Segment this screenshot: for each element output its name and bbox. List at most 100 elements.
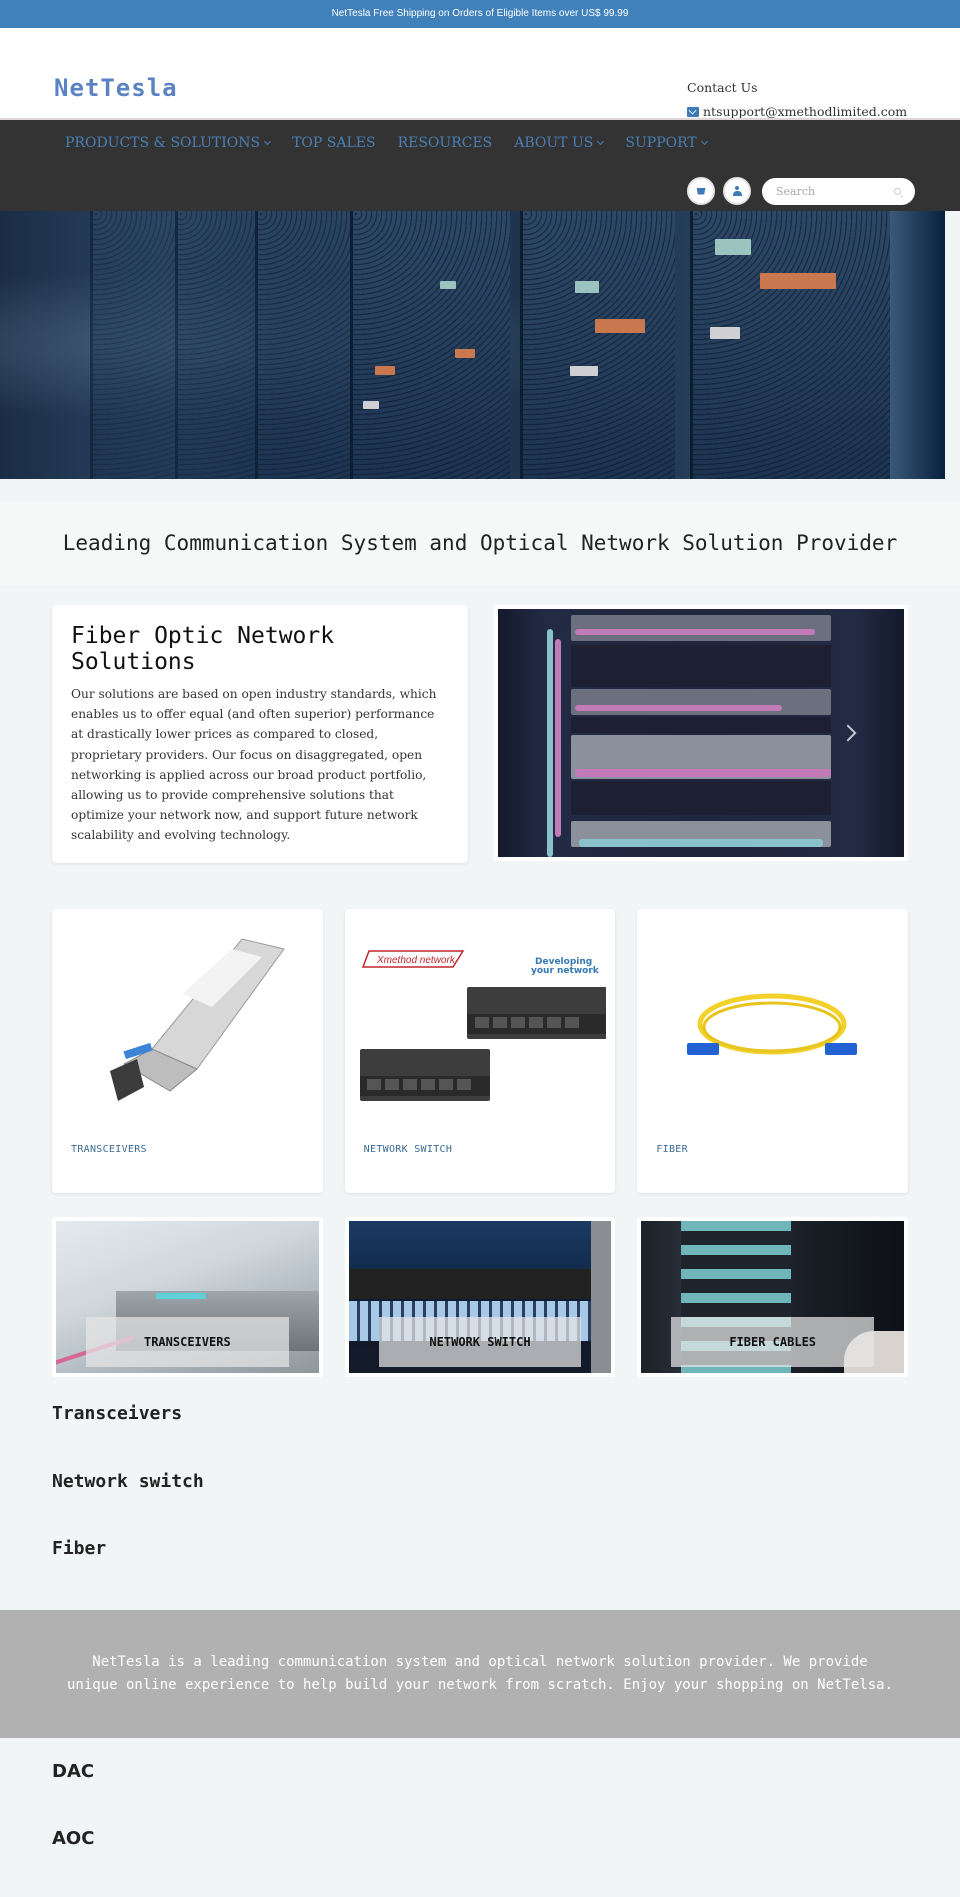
product-grid: TRANSCEIVERS Xmethod network Developing … [0,863,960,1193]
cable-bundle [579,839,823,847]
contact-email-row[interactable]: ntsupport@xmethodlimited.com [687,104,907,119]
nav-item-label: SUPPORT [625,135,697,151]
svg-text:your network: your network [531,966,600,976]
banner-label: TRANSCEIVERS [86,1317,289,1367]
port-highlight [156,1293,206,1299]
hero-edge [890,211,945,479]
led-panel [363,401,379,409]
led-panel [715,239,751,255]
cart-icon [696,187,706,195]
rack-unit [571,645,831,687]
cable-bundle [575,705,783,711]
banner-transceivers[interactable]: TRANSCEIVERS [52,1217,323,1377]
category-heading-fiber[interactable]: Fiber [52,1538,107,1559]
main-nav: PRODUCTS & SOLUTIONS TOP SALES RESOURCES… [0,118,960,211]
nav-item-label: PRODUCTS & SOLUTIONS [65,135,261,151]
banner-label: FIBER CABLES [671,1317,875,1367]
nav-item-products-solutions[interactable]: PRODUCTS & SOLUTIONS [65,135,272,151]
nav-item-label: RESOURCES [397,135,493,151]
product-image-sfp-transceiver [62,919,313,1119]
search-box [762,177,915,205]
intro-card: Fiber Optic Network Solutions Our soluti… [52,605,468,863]
about-band: NetTesla is a leading communication syst… [0,1609,960,1738]
cable-bundle [546,629,553,857]
nav-item-about-us[interactable]: ABOUT US [514,135,605,151]
contact-title: Contact Us [687,80,758,95]
intro-section: Fiber Optic Network Solutions Our soluti… [0,585,960,863]
nav-links: PRODUCTS & SOLUTIONS TOP SALES RESOURCES… [65,135,708,151]
contact-info: Contact Us ntsupport@xmethodlimited.com [687,80,907,119]
rack-unit [571,717,831,733]
product-image-network-switch: Xmethod network Developing your network [355,919,607,1119]
product-label[interactable]: TRANSCEIVERS [71,1144,147,1155]
led-panel [595,319,645,333]
image-slider[interactable] [494,605,908,861]
svg-text:Developing: Developing [535,957,592,967]
product-card-network-switch[interactable]: Xmethod network Developing your network … [344,909,616,1193]
server-rack-graphic [350,211,510,479]
server-rack-graphic [255,211,350,479]
contact-email[interactable]: ntsupport@xmethodlimited.com [703,104,908,119]
category-heading-aoc[interactable]: AOC [52,1828,95,1849]
banner-image-switch-ports: TRANSCEIVERS [56,1221,319,1373]
search-input[interactable] [776,184,894,198]
nav-item-resources[interactable]: RESOURCES [398,135,493,151]
chevron-down-icon [264,137,272,146]
server-rack-graphic [690,211,890,479]
banner-network-switch[interactable]: NETWORK SWITCH [344,1217,616,1377]
nav-tools [687,177,915,205]
rack-rail [591,1221,612,1373]
envelope-icon [687,106,699,117]
server-rack-graphic [175,211,255,479]
nav-item-top-sales[interactable]: TOP SALES [292,135,376,151]
banner-label: NETWORK SWITCH [378,1317,582,1367]
cable-bundle [554,639,561,837]
site-header: NetTesla Contact Us ntsupport@xmethodlim… [0,28,960,119]
switch-graphic [348,1269,592,1299]
category-heading-transceivers[interactable]: Transceivers [52,1403,183,1424]
intro-title: Fiber Optic Network Solutions [71,623,335,675]
chevron-down-icon [597,137,605,146]
nav-item-support[interactable]: SUPPORT [625,135,708,151]
category-heading-network-switch[interactable]: Network switch [52,1470,204,1492]
nav-item-label: ABOUT US [514,135,594,151]
about-text: NetTesla is a leading communication syst… [66,1653,893,1693]
category-list-more: DAC AOC [0,1738,960,1897]
led-panel [710,327,740,339]
announcement-bar: NetTesla Free Shipping on Orders of Elig… [0,0,960,28]
svg-text:Xmethod network: Xmethod network [376,955,456,966]
hero-banner [0,211,945,479]
product-label[interactable]: FIBER [656,1144,688,1155]
server-rack-graphic [90,211,175,479]
led-panel [575,281,599,293]
user-icon [732,186,742,196]
led-panel [440,281,456,289]
category-banners: TRANSCEIVERS NETWORK SWITCH FIBER CABLES [0,1193,960,1377]
led-panel [570,366,598,376]
announcement-text: NetTesla Free Shipping on Orders of Elig… [331,8,629,19]
rack-unit [571,689,831,715]
site-logo[interactable]: NetTesla [54,74,178,102]
rack-unit [571,781,831,815]
chevron-down-icon [700,137,708,146]
led-panel [375,366,395,375]
led-panel [760,273,836,289]
slide-image-server-rack [498,609,904,857]
product-image-fiber-patch-cable [647,919,898,1119]
rack-unit [571,615,831,641]
account-button[interactable] [723,177,751,205]
category-heading-dac[interactable]: DAC [52,1760,95,1782]
cable-bundle [575,629,815,635]
nav-item-label: TOP SALES [292,135,376,151]
chevron-right-icon[interactable] [839,724,857,742]
banner-image-fiber-rack: FIBER CABLES [641,1221,905,1373]
category-list: Transceivers Network switch Fiber [0,1377,960,1606]
cart-button[interactable] [687,177,715,205]
product-card-transceivers[interactable]: TRANSCEIVERS [52,909,323,1193]
banner-fiber-cables[interactable]: FIBER CABLES [637,1217,909,1377]
product-card-fiber[interactable]: FIBER [637,909,909,1193]
product-label[interactable]: NETWORK SWITCH [363,1144,453,1155]
banner-image-rack-switch: NETWORK SWITCH [348,1221,612,1373]
search-icon[interactable] [894,187,901,195]
tagline-section: Leading Communication System and Optical… [0,501,960,585]
